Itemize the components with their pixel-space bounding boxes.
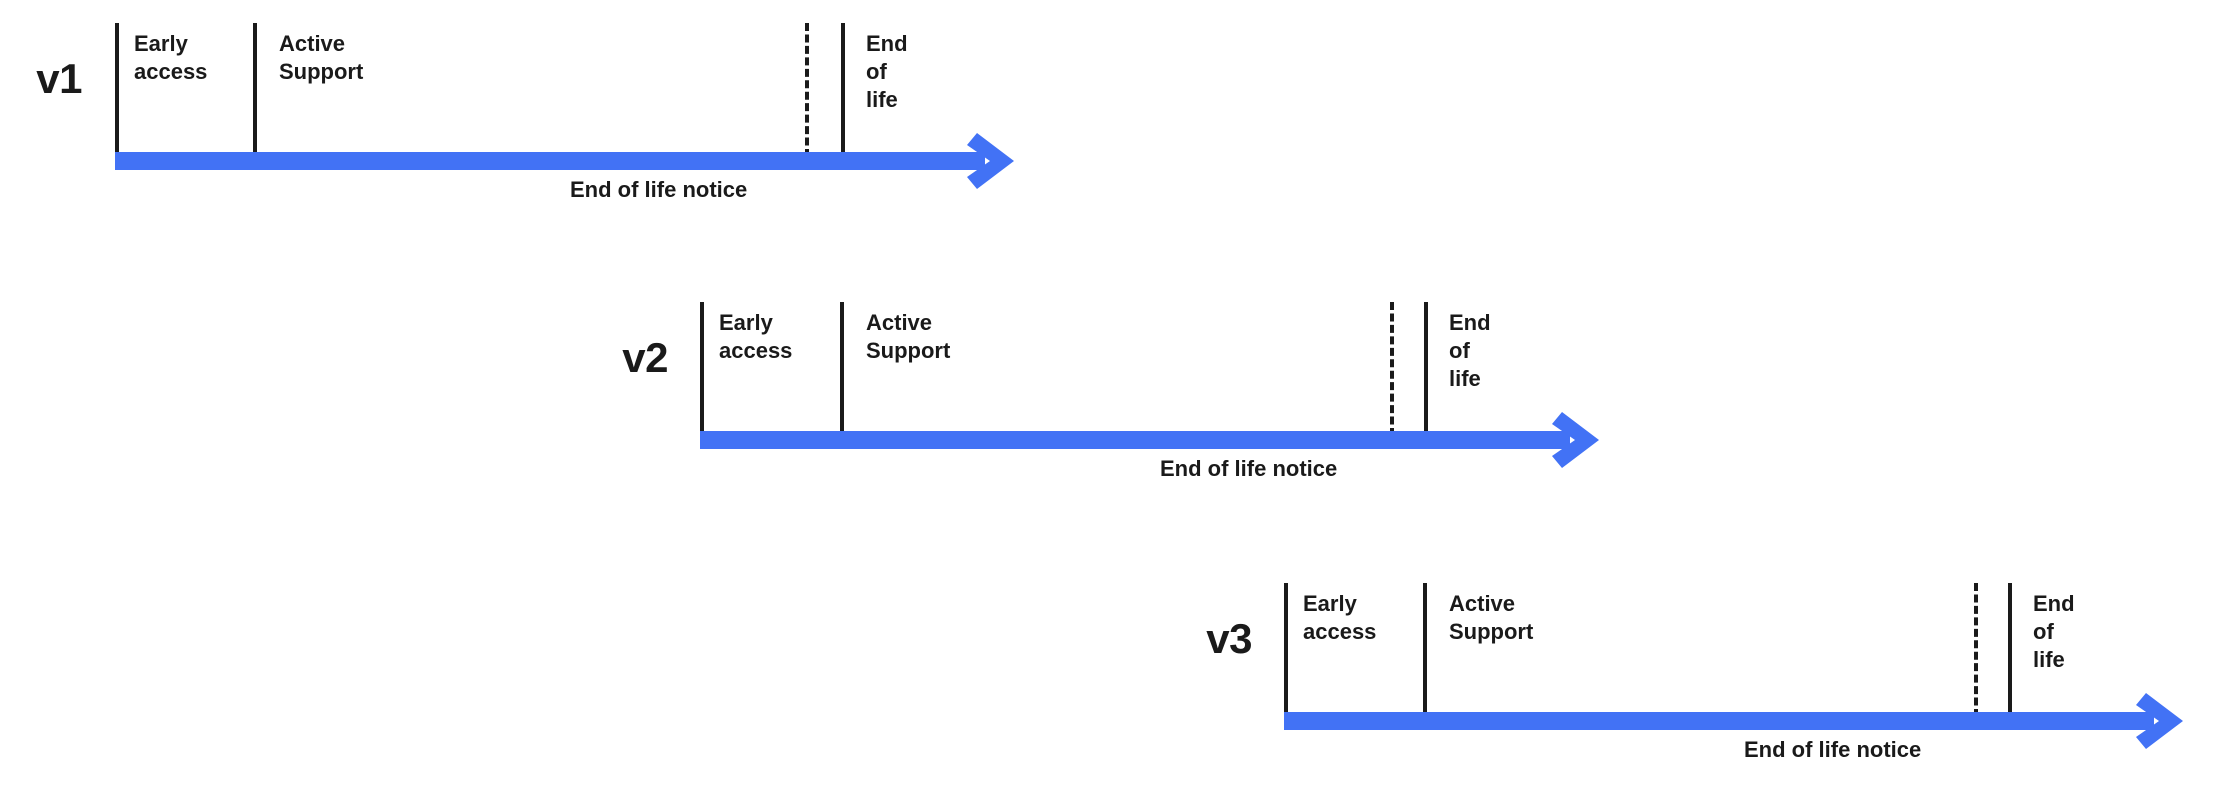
arrow-right-icon-v2 [1552,412,1599,468]
phase-divider-early-access-start-v2 [700,302,704,436]
version-label-v3: v3 [1206,615,1252,662]
timeline-bar-v2 [700,431,1570,449]
phase-divider-early-access-start-v3 [1284,583,1288,717]
phase-divider-end-of-life-notice-v3 [1974,583,1978,717]
phase-label-active-support-v1: Active Support [279,31,364,84]
phase-divider-early-access-start-v1 [115,23,119,157]
phase-label-early-access-v2: Early access [719,310,793,363]
phase-label-end-of-life-v3: End of life [2033,591,2075,672]
phase-divider-active-support-start-v1 [253,23,257,157]
phase-divider-end-of-life-start-v3 [2008,583,2012,717]
phase-label-early-access-v3: Early access [1303,591,1377,644]
phase-label-end-of-life-v1: End of life [866,31,908,112]
phase-divider-end-of-life-notice-v2 [1390,302,1394,436]
phase-divider-end-of-life-start-v2 [1424,302,1428,436]
timeline-bar-v1 [115,152,985,170]
timeline-bar-v3 [1284,712,2154,730]
phase-divider-active-support-start-v3 [1423,583,1427,717]
notice-label-v1: End of life notice [570,177,748,202]
notice-label-v3: End of life notice [1744,737,1922,762]
version-label-v2: v2 [622,334,668,381]
phase-label-early-access-v1: Early access [134,31,208,84]
arrow-right-icon-v3 [2136,693,2183,749]
phase-label-active-support-v3: Active Support [1449,591,1534,644]
phase-divider-end-of-life-notice-v1 [805,23,809,157]
version-label-v1: v1 [36,55,82,102]
phase-label-end-of-life-v2: End of life [1449,310,1491,391]
phase-label-active-support-v2: Active Support [866,310,951,363]
phase-divider-active-support-start-v2 [840,302,844,436]
notice-label-v2: End of life notice [1160,456,1338,481]
phase-divider-end-of-life-start-v1 [841,23,845,157]
arrow-right-icon-v1 [967,133,1014,189]
